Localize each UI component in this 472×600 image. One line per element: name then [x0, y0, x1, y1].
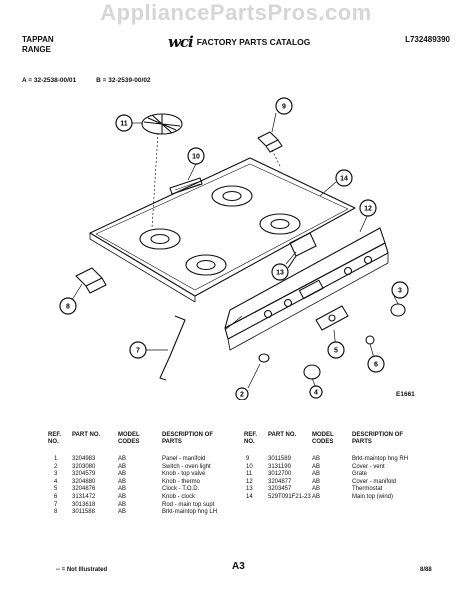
main-top	[89, 157, 356, 297]
manifold-cover	[224, 227, 386, 329]
thermo-knob	[303, 364, 321, 380]
exploded-parts-diagram: 11 9 10 14 12 13 8 7 3 5 6 2 4	[59, 97, 409, 400]
callout-group: 11 9 10 14 12 13 8 7 3 5 6 2 4	[59, 97, 409, 400]
model-legend: A = 32-2538-00/01 B = 32-2539-00/02	[22, 77, 151, 84]
burner-4	[185, 254, 227, 276]
page-number: A3	[232, 561, 245, 572]
header-model-right: MODEL CODES	[312, 432, 334, 445]
header-part-left: PART NO.	[72, 432, 101, 438]
catalog-title: FACTORY PARTS CATALOG	[196, 37, 311, 47]
callout-13: 13	[271, 251, 297, 281]
burner-2	[211, 185, 253, 207]
svg-text:11: 11	[120, 121, 128, 128]
clock	[315, 305, 349, 331]
oven-light-switch	[258, 353, 270, 363]
callout-4: 4	[309, 377, 323, 399]
svg-text:7: 7	[136, 348, 140, 355]
burner-3	[259, 213, 301, 235]
revision-date: 8/88	[420, 567, 432, 573]
svg-text:4: 4	[314, 390, 318, 397]
svg-text:5: 5	[334, 348, 338, 355]
callout-10: 10	[187, 147, 205, 181]
brand-line-2: RANGE	[22, 45, 51, 54]
svg-text:13: 13	[276, 270, 284, 277]
callout-12: 12	[359, 199, 377, 233]
clock-knob	[365, 335, 375, 345]
svg-text:9: 9	[282, 104, 286, 111]
callout-6: 6	[367, 343, 385, 373]
catalog-number: L732489390	[405, 35, 450, 44]
brand-line-1: TAPPAN	[22, 35, 54, 44]
hinge-bracket-lh	[75, 267, 107, 294]
svg-text:8: 8	[66, 304, 70, 311]
vent-cover	[169, 177, 203, 195]
header-desc-right: DESCRIPTION OF PARTS	[352, 432, 404, 445]
callout-2: 2	[235, 363, 261, 400]
catalog-header: wci FACTORY PARTS CATALOG	[168, 33, 310, 51]
svg-text:6: 6	[374, 362, 378, 369]
callout-9: 9	[271, 97, 293, 133]
callout-8: 8	[59, 283, 83, 315]
header-ref-left: REF. NO.	[48, 432, 62, 445]
watermark: AppliancePartsPros.com	[100, 0, 372, 25]
callout-14: 14	[319, 169, 353, 197]
hinge-bracket-rh	[257, 131, 283, 153]
model-b: B = 32-2539-00/02	[96, 77, 151, 84]
callout-11: 11	[115, 114, 142, 132]
support-rod	[159, 315, 186, 381]
header-model-left: MODEL CODES	[118, 432, 140, 445]
header-ref-right: REF. NO.	[244, 432, 258, 445]
callout-7: 7	[129, 341, 168, 359]
diagram-code: E1661	[396, 391, 415, 398]
callout-5: 5	[327, 329, 345, 359]
manifold-panel	[224, 242, 389, 340]
brand-block: TAPPAN RANGE	[22, 35, 54, 55]
header-part-right: PART NO.	[268, 432, 297, 438]
svg-text:2: 2	[240, 392, 244, 399]
top-valve-knob	[390, 303, 406, 317]
wci-logo: wci	[168, 33, 194, 51]
svg-text:12: 12	[364, 206, 372, 213]
callout-3: 3	[391, 281, 409, 305]
svg-text:14: 14	[340, 176, 348, 183]
burner-1	[139, 228, 181, 250]
thermostat	[289, 232, 317, 257]
header-desc-left: DESCRIPTION OF PARTS	[162, 432, 214, 445]
svg-text:3: 3	[398, 288, 402, 295]
svg-text:10: 10	[192, 154, 200, 161]
model-a: A = 32-2538-00/01	[22, 77, 77, 84]
callout-1	[224, 315, 243, 331]
not-illustrated-note: -- = Not Illustrated	[56, 567, 108, 573]
